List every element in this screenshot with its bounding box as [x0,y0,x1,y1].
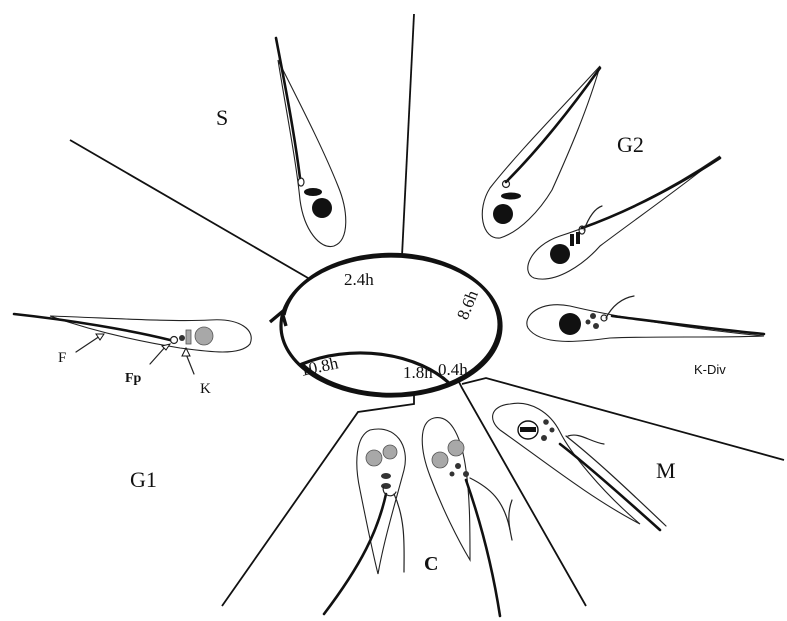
duration-s: 2.4h [344,270,374,289]
cell-body [493,403,640,524]
cycle-arrow-icon [270,312,286,326]
cell-g2-upper [482,66,600,238]
flagellum-tip [509,500,512,540]
kinetoplast-3 [550,428,555,433]
flagellum-new [394,494,404,572]
label-flagellar-pocket: Fp [125,371,142,386]
nucleus [559,313,581,335]
phase-label-g1: G1 [130,467,157,492]
kinetoplast-2 [463,471,469,477]
cell-s-phase [276,38,346,247]
cell-body [422,418,470,560]
cell-c-right [422,418,512,616]
flagellum [582,158,720,228]
label-kinetoplast: K [200,381,211,397]
kinetoplast [501,193,521,200]
kinetoplast-1 [381,473,391,479]
nucleus-2 [383,445,397,459]
label-flagellum: F [58,350,66,366]
nucleus-1 [432,452,448,468]
phase-label-m: M [656,458,676,483]
kinetoplast [570,234,574,246]
flagellum [466,480,500,616]
flagellum [560,444,660,530]
cell-m-phase [493,403,666,530]
nucleus-2 [448,440,464,456]
phase-label-c: C [424,553,438,575]
pointer-flagellum [76,336,100,352]
kinetoplast-1 [455,463,461,469]
arrowhead-flagellum-icon [96,334,104,340]
phase-divider-rays [70,14,784,606]
spindle [520,427,536,432]
nucleus-1 [366,450,382,466]
nucleus [493,204,513,224]
kinetoplast-2 [576,232,580,244]
cell-c-left [324,429,405,614]
duration-g2: 8.6h [453,287,482,322]
kinetoplast-2 [541,435,547,441]
nucleus [550,244,570,264]
duration-c: 1.8h [403,363,433,382]
phase-label-kdiv: K-Div [694,362,726,377]
cell-g1 [14,314,251,374]
ray-s-g2 [402,14,414,256]
flagellum-new [470,478,510,530]
kinetoplast-1 [543,419,549,425]
pointer-flagellar-pocket [150,346,166,364]
pointer-kinetoplast [186,354,194,374]
nucleus [312,198,332,218]
phase-label-g2: G2 [617,132,644,157]
cell-body [278,60,346,247]
kinetoplast [304,188,322,196]
kinetoplast-2 [381,483,391,489]
duration-g1: 10.8h [299,353,341,380]
cell-kdiv [527,296,764,341]
kinetoplast-1 [590,313,596,319]
kinetoplast-2 [593,323,599,329]
kinetoplast-3 [450,472,455,477]
duration-m: 0.4h [438,360,468,379]
phase-label-s: S [216,105,228,130]
kinetoplast-3 [586,320,591,325]
kinetoplast-bar [186,330,191,344]
kinetoplast [179,335,185,341]
nucleus [195,327,213,345]
ray-g1-s [70,140,308,278]
